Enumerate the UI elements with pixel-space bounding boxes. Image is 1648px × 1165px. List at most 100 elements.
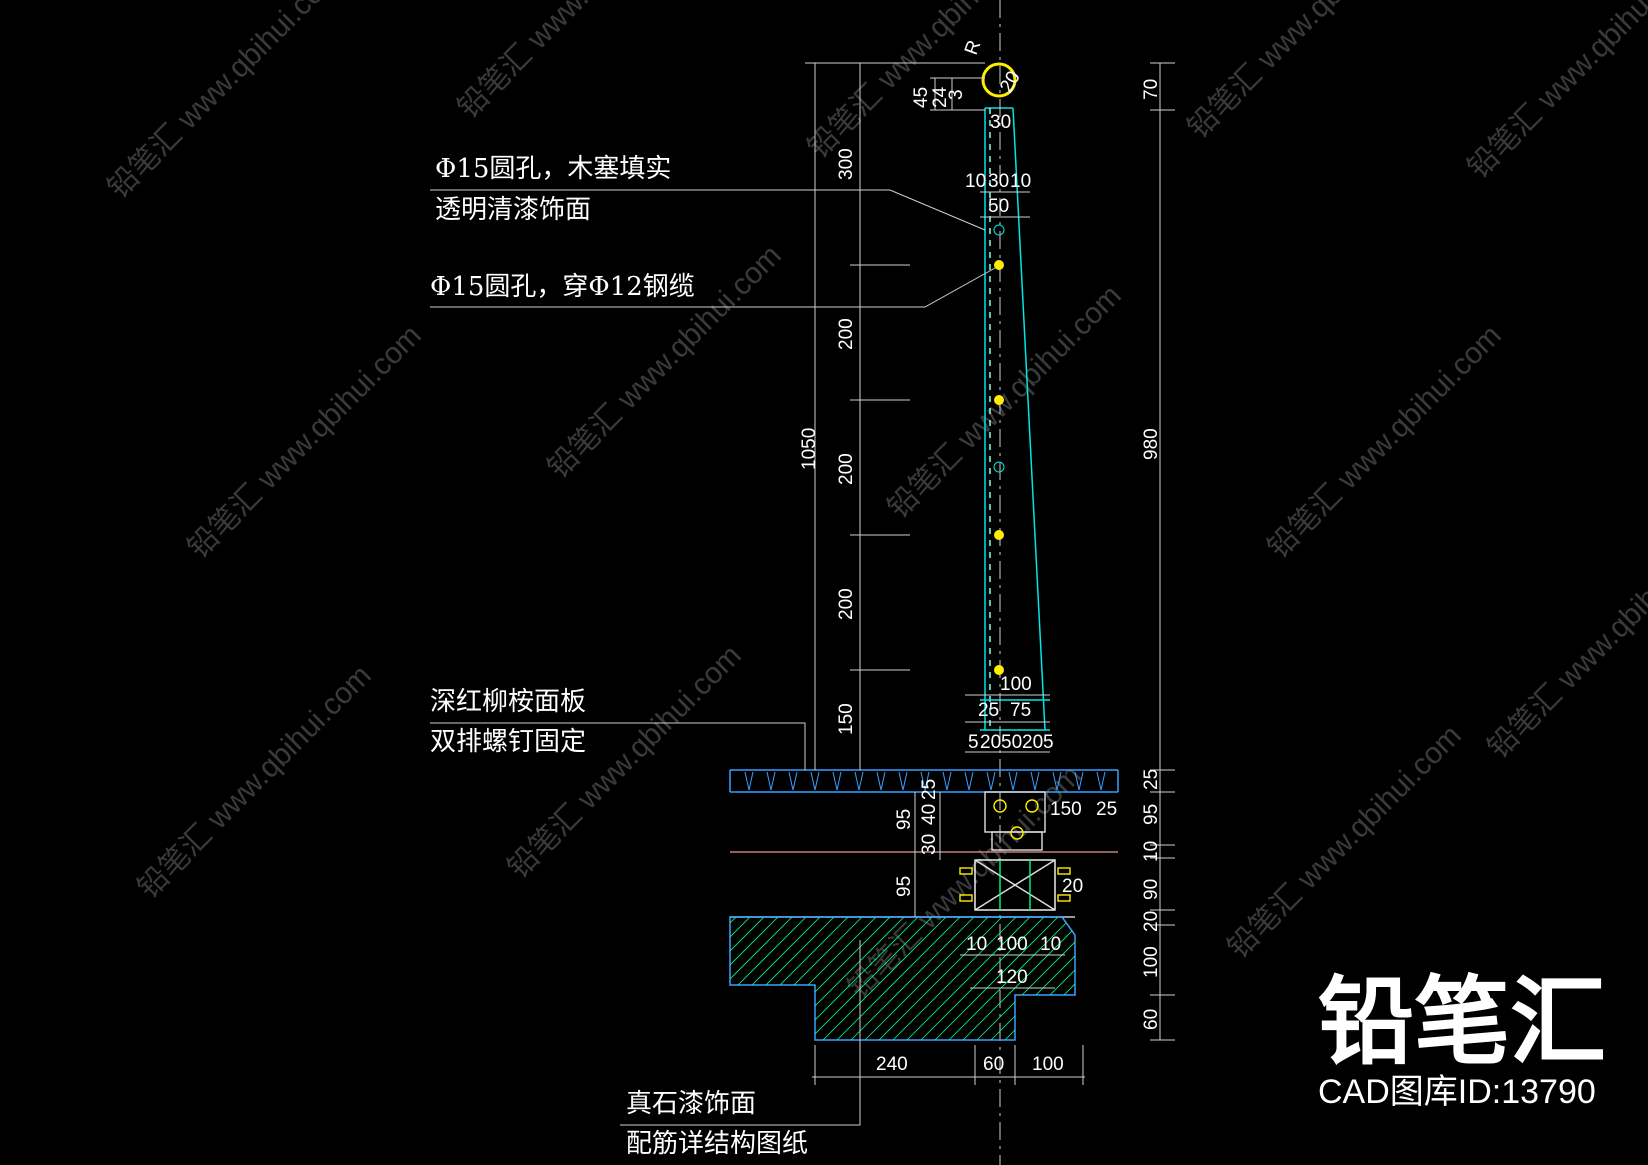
top-dimension-lines [930,77,985,111]
hatch-line [1074,917,1075,1040]
rail-radius-label: R [961,38,985,58]
hatch-line [794,917,919,1040]
dim-base-75: 75 [1010,700,1031,721]
note-base-2: 配筋详结构图纸 [626,1129,808,1159]
handrail-section [981,62,1017,98]
plugged-hole [993,461,1005,473]
right-dimension-lines [1150,62,1175,1041]
note-plugged-hole-2: 透明清漆饰面 [435,195,591,225]
screw-mark [1052,771,1062,791]
watermark-text: 铅笔汇 www.qbihui.com [102,0,348,205]
dim-seg-5: 150 [836,703,857,735]
note-cable-hole: Φ15圆孔，穿Φ12钢缆 [430,272,695,302]
dim-top-24: 24 [930,86,951,108]
dim-lower-95a: 95 [894,809,915,830]
hatch-line [599,917,722,1040]
dim-right-60: 60 [1141,1009,1162,1030]
hatch-line [878,917,1003,1040]
hatch-line [1117,917,1240,1040]
screw-mark [810,771,820,791]
deck-screws [744,771,1106,791]
dim-post-cap-30: 30 [990,112,1011,133]
hatch-line [1060,917,1075,1040]
deck-board [729,769,1119,793]
hatch-line [730,917,849,1040]
hatch-line [557,917,680,1040]
hatch-line [730,917,737,1040]
dim-base-5b: 5 [1043,732,1054,753]
screw-mark [1096,771,1106,791]
dim-right-10: 10 [1141,841,1162,862]
watermark-text: 铅笔汇 www.qbihui.com [1182,0,1428,145]
hatch-line [892,917,1017,1040]
note-deck-1: 深红柳桉面板 [430,687,586,717]
post [980,107,1050,731]
dim-base-25: 25 [978,700,999,721]
cable-hole [994,395,1004,405]
screw-mark [986,771,996,791]
dim-seg-2: 200 [836,318,857,350]
hatch-line [515,917,638,1040]
screw-mark [1008,771,1018,791]
dim-lower-95b: 95 [894,876,915,897]
dim-lower-30: 30 [919,834,940,855]
dim-bottom-60: 60 [983,1054,1004,1075]
hatch-line [730,917,807,1040]
hatch-line [948,917,1073,1040]
hatch-line [934,917,1059,1040]
dim-detail-25: 25 [1096,799,1117,820]
dim-seg-1: 300 [836,148,857,180]
screw-mark [920,771,930,791]
post-holes [993,224,1005,675]
dim-right-70: 70 [1141,79,1162,100]
dim-post-top-50: 50 [988,196,1009,217]
watermark-text: 铅笔汇 www.qbihui.com [1482,519,1648,765]
dim-base-50: 50 [1001,732,1022,753]
note-base-1: 真石漆饰面 [626,1089,756,1119]
watermark-text: 铅笔汇 www.qbihui.com [182,319,428,565]
dim-total-height: 1050 [799,428,820,470]
hatch-line [585,917,708,1040]
hatch-line [730,917,765,1040]
hatch-line [730,917,751,1040]
brand-logo: 铅笔汇 [1318,966,1606,1078]
dim-base-100: 100 [1000,674,1032,695]
screw-mark [788,771,798,791]
hatch-line [864,917,989,1040]
watermark-text: 铅笔汇 www.qbihui.com [452,0,698,125]
watermark-text: 铅笔汇 www.qbihui.com [882,279,1128,525]
dim-seg-4: 200 [836,588,857,620]
hatch-line [529,917,652,1040]
watermark-text: 铅笔汇 www.qbihui.com [132,659,378,905]
screw-mark [876,771,886,791]
hatch-line [1103,917,1226,1040]
dim-right-100: 100 [1141,946,1162,978]
screw-mark [766,771,776,791]
dim-post-top-30: 30 [988,171,1009,192]
dim-bottom-240: 240 [876,1054,908,1075]
dim-lower-40: 40 [919,804,940,825]
dim-base-row: 5 20 50 20 5 [968,732,1054,753]
dim-top-3: 3 [946,89,967,100]
watermark-text: 铅笔汇 www.qbihui.com [1222,719,1468,965]
cable-hole [994,260,1004,270]
screw-mark [964,771,974,791]
hatch-line [822,917,947,1040]
dim-base-5a: 5 [968,732,979,753]
screw-mark [854,771,864,791]
watermark-text: 铅笔汇 www.qbihui.com [502,639,748,885]
dim-right-95: 95 [1141,804,1162,825]
hatch-line [976,917,1075,1040]
dim-right-90: 90 [1141,879,1162,900]
hatch-line [1018,917,1075,1040]
dim-lower-25: 25 [919,779,940,800]
dim-base-20b: 20 [1022,732,1043,753]
bottom-dimension-lines [812,1045,1085,1085]
hatch-line [808,917,933,1040]
hatch-line [730,917,779,1040]
hatch-line [850,917,975,1040]
library-id: CAD图库ID:13790 [1318,1073,1596,1111]
concrete-footing [515,916,1240,1041]
hatch-line [543,917,666,1040]
